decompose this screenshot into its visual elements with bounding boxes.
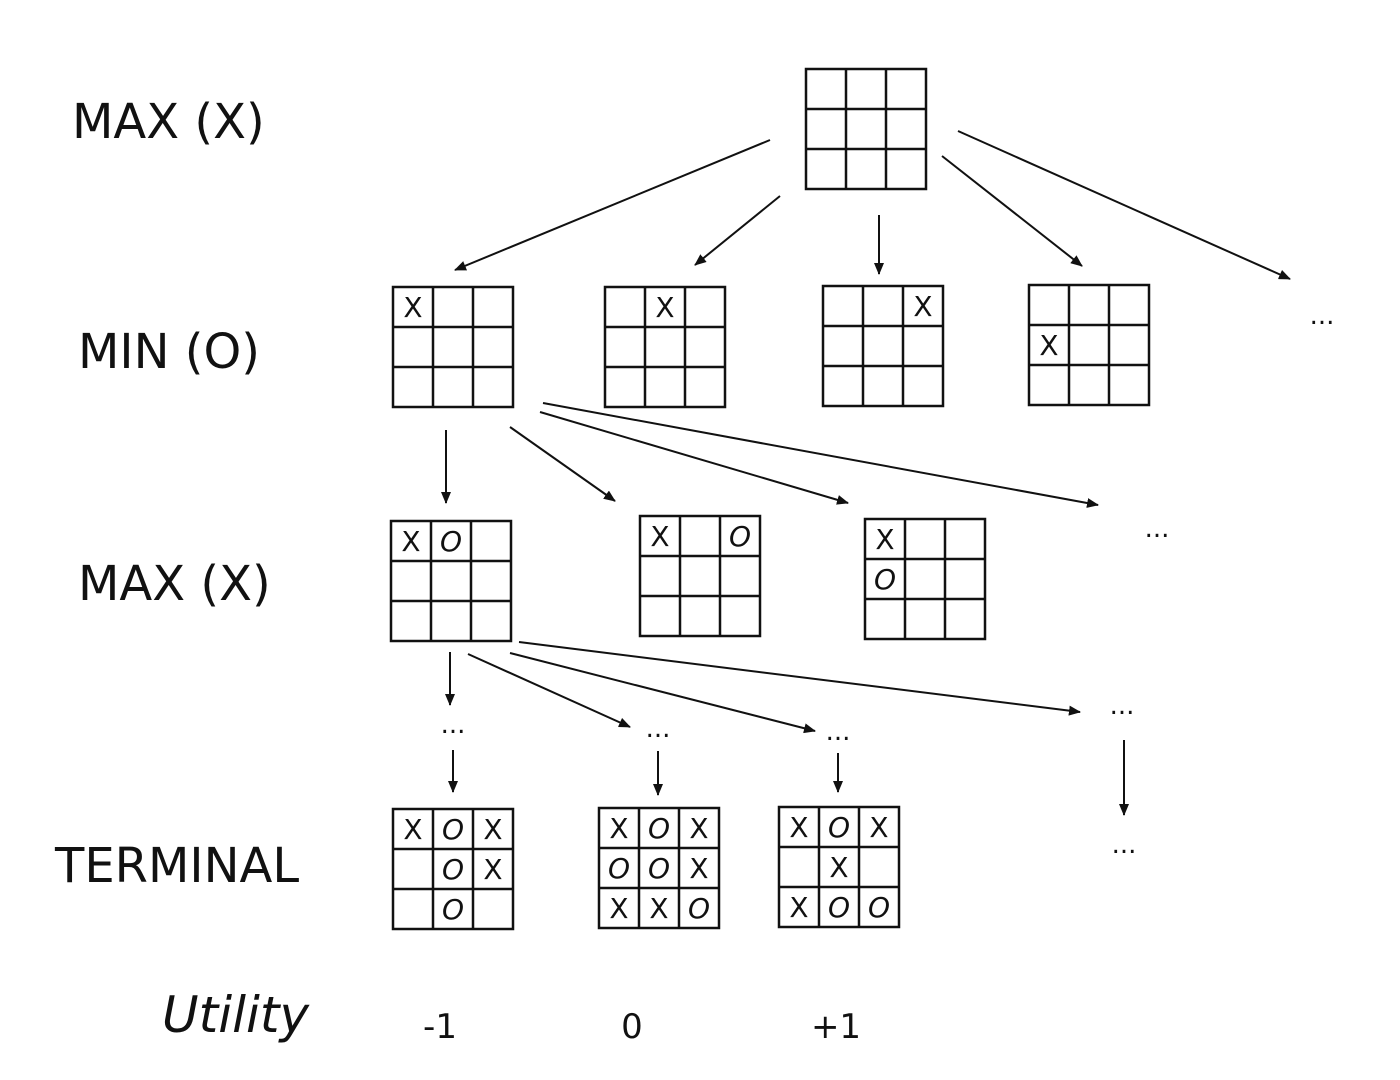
level-label-terminal: TERMINAL: [54, 838, 299, 894]
cell-mark-x: X: [403, 813, 422, 846]
cell-mark-o: O: [442, 813, 464, 846]
edge-max1-b: [467, 653, 631, 728]
board-frame: [389, 519, 513, 643]
edge-min1-max2: [509, 426, 616, 502]
board-frame: [597, 806, 721, 930]
level-label-max-root: MAX (X): [72, 94, 265, 150]
board-min2: X: [603, 285, 727, 409]
edge-root-more: [957, 130, 1291, 280]
board-max3: XO: [863, 517, 987, 641]
utility-value-win: +1: [811, 1007, 861, 1047]
board-frame: [777, 805, 901, 929]
cell-mark-o: O: [828, 811, 850, 844]
cell-mark-x: X: [655, 291, 674, 324]
edge-root-min4: [941, 155, 1083, 267]
board-frame: [391, 807, 515, 931]
cell-mark-x: X: [650, 520, 669, 553]
cell-mark-x: X: [1039, 329, 1058, 362]
cell-mark-x: X: [913, 290, 932, 323]
ellipsis-terminal-level: ...: [1112, 830, 1137, 860]
cell-mark-o: O: [868, 891, 890, 924]
cell-mark-x: X: [689, 812, 708, 845]
edges-min: [441, 402, 1099, 508]
edge-root-min1: [454, 139, 771, 271]
cell-mark-o: O: [828, 891, 850, 924]
cell-mark-x: X: [829, 851, 848, 884]
edge-max1-c: [509, 652, 816, 734]
cell-mark-o: O: [648, 812, 670, 845]
edge-min1-max3: [539, 411, 849, 505]
ellipsis-max-level: ...: [1145, 514, 1170, 544]
cell-mark-x: X: [649, 892, 668, 925]
ellipsis-path-1: ...: [441, 710, 466, 740]
cell-mark-o: O: [874, 563, 896, 596]
board-frame: [638, 514, 762, 638]
cell-mark-x: X: [609, 892, 628, 925]
cell-mark-o: O: [729, 520, 751, 553]
board-frame: [821, 284, 945, 408]
cell-mark-x: X: [789, 891, 808, 924]
board-frame: [1027, 283, 1151, 407]
ellipsis-path-2: ...: [646, 714, 671, 744]
cell-mark-o: O: [442, 893, 464, 926]
ellipsis-path-4: ...: [1110, 691, 1135, 721]
board-frame: [603, 285, 727, 409]
level-label-max: MAX (X): [78, 556, 271, 612]
cell-mark-o: O: [440, 525, 462, 558]
cell-mark-x: X: [609, 812, 628, 845]
cell-mark-x: X: [403, 291, 422, 324]
board-frame: [804, 67, 928, 191]
edge-min1-more: [542, 402, 1099, 508]
cell-mark-x: X: [401, 525, 420, 558]
utility-label: Utility: [162, 986, 310, 1044]
board-min1: X: [391, 285, 515, 409]
ellipsis-min-level: ...: [1310, 301, 1335, 331]
level-label-min: MIN (O): [78, 324, 260, 380]
utility-value-loss: -1: [423, 1007, 457, 1047]
cell-mark-o: O: [608, 852, 630, 885]
edge-max1-d: [518, 641, 1081, 716]
utility-value-draw: 0: [621, 1007, 643, 1047]
cell-mark-o: O: [648, 852, 670, 885]
board-min4: X: [1027, 283, 1151, 407]
edges-max: [445, 641, 1081, 734]
cell-mark-o: O: [442, 853, 464, 886]
cell-mark-x: X: [875, 523, 894, 556]
cell-mark-x: X: [483, 853, 502, 886]
board-min3: X: [821, 284, 945, 408]
cell-mark-x: X: [689, 852, 708, 885]
board-frame: [863, 517, 987, 641]
ellipsis-path-3: ...: [826, 717, 851, 747]
edges-terminal: [448, 740, 1129, 816]
cell-mark-x: X: [483, 813, 502, 846]
edge-root-min2: [694, 195, 781, 266]
cell-mark-x: X: [789, 811, 808, 844]
board-root: [804, 67, 928, 191]
cell-mark-x: X: [869, 811, 888, 844]
board-frame: [391, 285, 515, 409]
edges-root: [454, 130, 1291, 280]
cell-mark-o: O: [688, 892, 710, 925]
